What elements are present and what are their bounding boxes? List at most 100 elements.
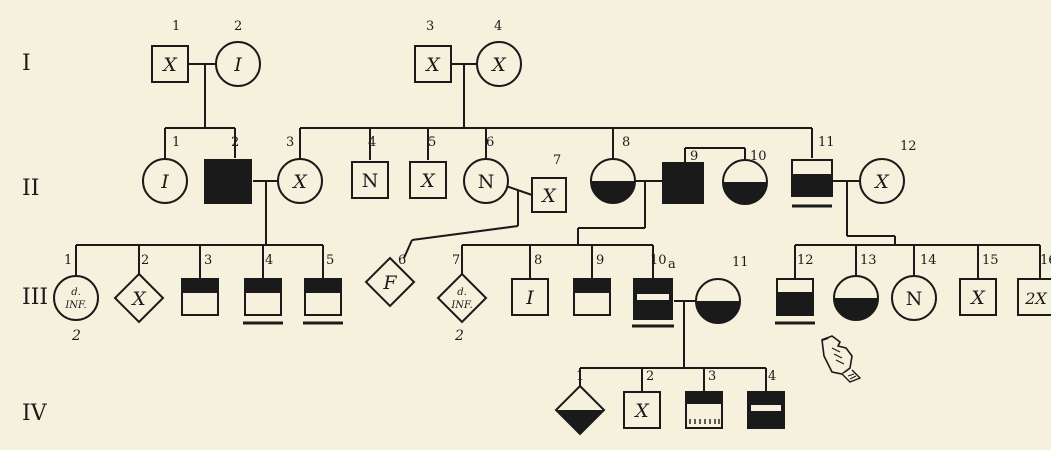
label-I-4: X xyxy=(490,54,507,76)
label-II-7: X xyxy=(540,185,557,207)
number-III-13: 13 xyxy=(860,253,877,268)
number-II-10: 10 xyxy=(750,149,767,164)
number-III-9: 9 xyxy=(596,253,604,268)
individual-I-4: X xyxy=(476,41,522,87)
individual-III-5 xyxy=(303,278,343,325)
number-III-4: 4 xyxy=(265,253,273,268)
individual-III-7: d. INF. xyxy=(436,272,488,324)
generation-label-IV: IV xyxy=(22,401,48,426)
label-III-1-line1: d. xyxy=(71,287,81,298)
pointing-hand-icon xyxy=(821,335,862,383)
individual-IV-3 xyxy=(685,391,723,429)
number-I-3: 3 xyxy=(426,19,434,34)
label-III-7-line2: INF. xyxy=(450,300,472,311)
label-I-3: X xyxy=(424,54,441,76)
individual-II-4: N xyxy=(351,161,389,199)
individual-III-1: d. INF. xyxy=(53,275,99,321)
number-III-8: 8 xyxy=(534,253,542,268)
individual-IV-4 xyxy=(747,391,785,429)
number-III-10: 10 xyxy=(650,253,667,268)
individual-II-6: N xyxy=(463,158,509,204)
label-III-1-line2: INF. xyxy=(64,300,86,311)
number-II-12: 12 xyxy=(900,139,917,154)
label-II-1: I xyxy=(160,171,169,193)
generation-label-III: III xyxy=(22,285,48,310)
number-IV-1: 1 xyxy=(576,369,584,384)
individual-II-11 xyxy=(791,159,833,208)
generation-label-I: I xyxy=(22,51,31,76)
individual-II-5: X xyxy=(409,161,447,199)
number-II-5: 5 xyxy=(428,135,436,150)
label-III-6: F xyxy=(382,272,397,294)
individual-II-7: X xyxy=(531,177,567,213)
individual-II-3: X xyxy=(277,158,323,204)
label-II-4: N xyxy=(362,170,379,192)
number-I-1: 1 xyxy=(172,19,180,34)
number-III-6: 6 xyxy=(398,253,406,268)
label-III-2: X xyxy=(130,288,147,310)
number-IV-3: 3 xyxy=(708,369,716,384)
number-III-14: 14 xyxy=(920,253,937,268)
label-I-2: I xyxy=(233,54,242,76)
individual-III-6: F xyxy=(364,256,416,308)
label-III-8: I xyxy=(525,287,534,309)
label-II-12: X xyxy=(873,171,890,193)
individual-III-11 xyxy=(695,278,741,324)
number-III-3: 3 xyxy=(204,253,212,268)
individual-III-16: 2X xyxy=(1017,278,1051,316)
number-II-7: 7 xyxy=(553,153,561,168)
number-IV-4: 4 xyxy=(768,369,776,384)
individual-II-2 xyxy=(204,159,252,204)
number-IV-2: 2 xyxy=(646,369,654,384)
number-III-15: 15 xyxy=(982,253,999,268)
number-III-11: 11 xyxy=(732,255,749,270)
number-III-12: 12 xyxy=(797,253,814,268)
individual-I-3: X xyxy=(414,45,452,83)
number-III-7: 7 xyxy=(452,253,460,268)
individual-III-14: N xyxy=(891,275,937,321)
count-III-1: 2 xyxy=(71,328,81,344)
label-III-14: N xyxy=(906,288,923,310)
individual-III-8: I xyxy=(511,278,549,316)
label-IV-2: X xyxy=(633,400,650,422)
individual-III-4 xyxy=(243,278,283,325)
number-I-4: 4 xyxy=(494,19,502,34)
individual-III-12 xyxy=(775,278,815,325)
number-II-4: 4 xyxy=(368,135,376,150)
number-II-9: 9 xyxy=(690,149,698,164)
individual-II-8 xyxy=(590,158,636,204)
individual-II-1: I xyxy=(142,158,188,204)
individual-I-2: I xyxy=(215,41,261,87)
label-III-16: 2X xyxy=(1024,289,1047,308)
individual-III-3 xyxy=(181,278,219,316)
number-II-1: 1 xyxy=(172,135,180,150)
label-II-3: X xyxy=(291,171,308,193)
label-I-1: X xyxy=(161,54,178,76)
generation-label-II: II xyxy=(22,176,39,201)
number-II-3: 3 xyxy=(286,135,294,150)
individual-III-2: X xyxy=(113,272,165,324)
number-III-5: 5 xyxy=(326,253,334,268)
label-III-7-line1: d. xyxy=(457,287,467,298)
label-II-5: X xyxy=(419,170,436,192)
number-I-2: 2 xyxy=(234,19,242,34)
suffix-III-10: a xyxy=(668,257,676,272)
count-III-7: 2 xyxy=(454,328,464,344)
individual-I-1: X xyxy=(151,45,189,83)
number-III-1: 1 xyxy=(64,253,72,268)
individual-III-13 xyxy=(833,275,879,321)
label-III-15: X xyxy=(969,287,986,309)
number-II-2: 2 xyxy=(231,135,239,150)
individual-II-10 xyxy=(722,159,768,205)
individual-III-9 xyxy=(573,278,611,316)
individual-II-12: X xyxy=(859,158,905,204)
label-II-6: N xyxy=(478,171,495,193)
number-III-2: 2 xyxy=(141,253,149,268)
individual-IV-1 xyxy=(554,384,606,436)
number-II-8: 8 xyxy=(622,135,630,150)
pedigree-lines xyxy=(75,63,1041,392)
number-III-16: 16 xyxy=(1040,253,1051,268)
individual-III-15: X xyxy=(959,278,997,316)
number-II-11: 11 xyxy=(818,135,835,150)
